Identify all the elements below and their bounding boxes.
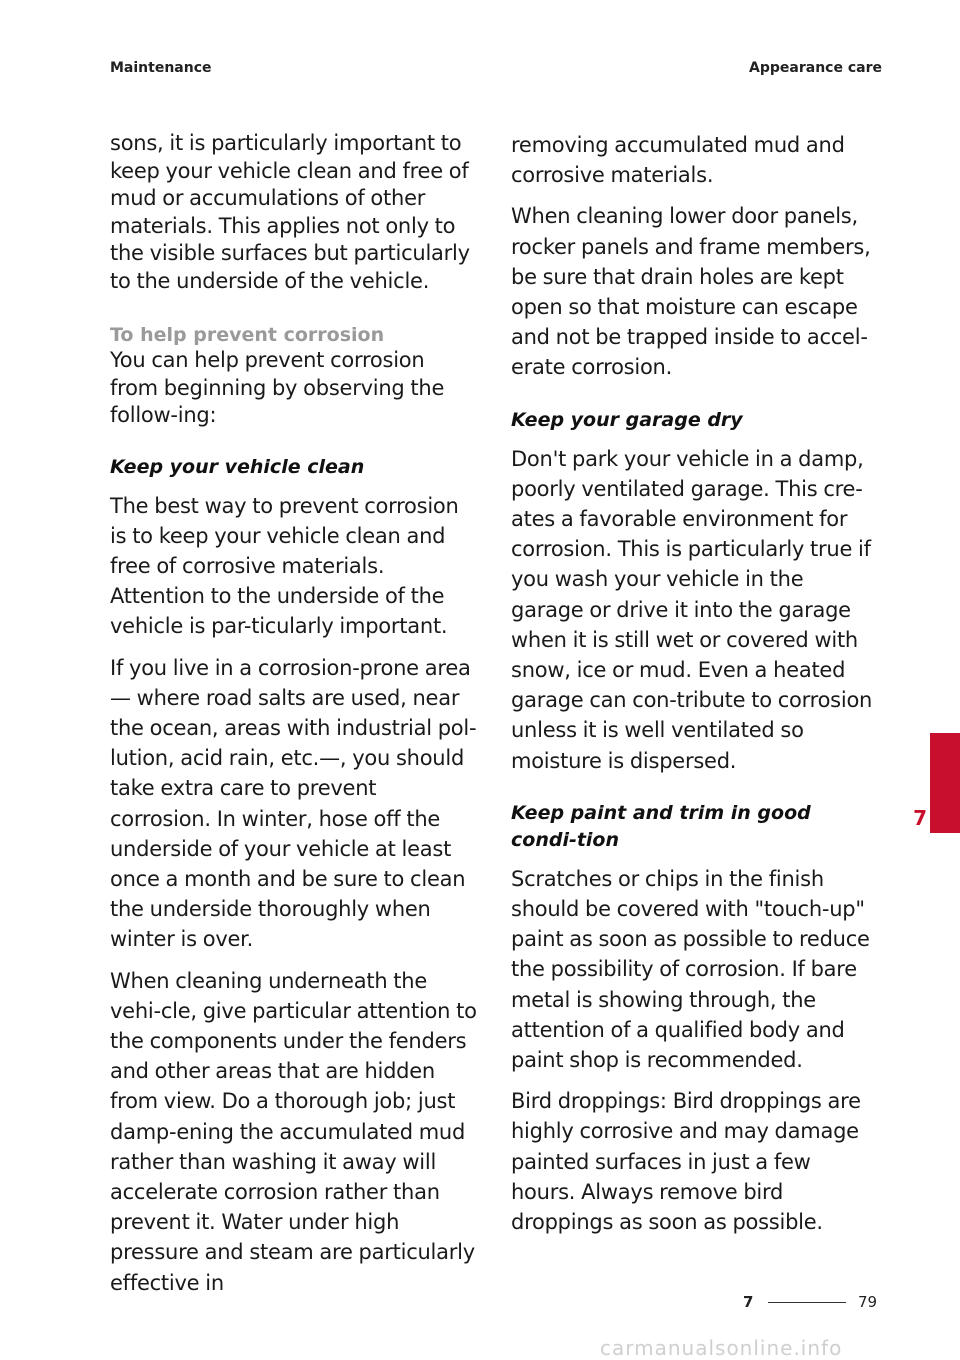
paragraph: Don't park your vehicle in a damp, poorl… [511,446,873,773]
section-heading: Keep your garage dry [511,408,743,431]
paragraph: sons, it is particularly important to ke… [110,131,470,293]
paragraph: Scratches or chips in the finish should … [511,866,870,1073]
page-number: 79 [858,1293,878,1311]
paragraph: Bird droppings: Bird droppings are highl… [511,1089,861,1235]
section-heading: Keep your vehicle clean [110,455,365,478]
header-topic-title: Appearance care [749,60,882,76]
subheading: To help prevent corrosion [110,324,385,346]
left-column: sons, it is particularly important to ke… [110,130,478,1309]
footer-chapter-number: 7 [743,1293,754,1311]
paragraph: removing accumulated mud and corrosive m… [511,133,845,188]
section-heading: Keep paint and trim in good condi-tion [511,801,811,851]
footer-divider [768,1302,846,1303]
header-section-title: Maintenance [110,60,212,76]
paragraph: When cleaning lower door panels, rocker … [511,204,871,380]
watermark-text: carmanualsonline.info [600,1336,843,1360]
right-column: removing accumulated mud and corrosive m… [511,130,879,1248]
paragraph: You can help prevent corrosion from begi… [110,348,445,427]
paragraph: If you live in a corrosion-prone area — … [110,655,477,952]
paragraph: When cleaning underneath the vehi-cle, g… [110,968,477,1295]
chapter-tab-number: 7 [913,806,927,830]
paragraph: The best way to prevent corrosion is to … [110,493,459,639]
chapter-tab-marker [930,733,960,833]
